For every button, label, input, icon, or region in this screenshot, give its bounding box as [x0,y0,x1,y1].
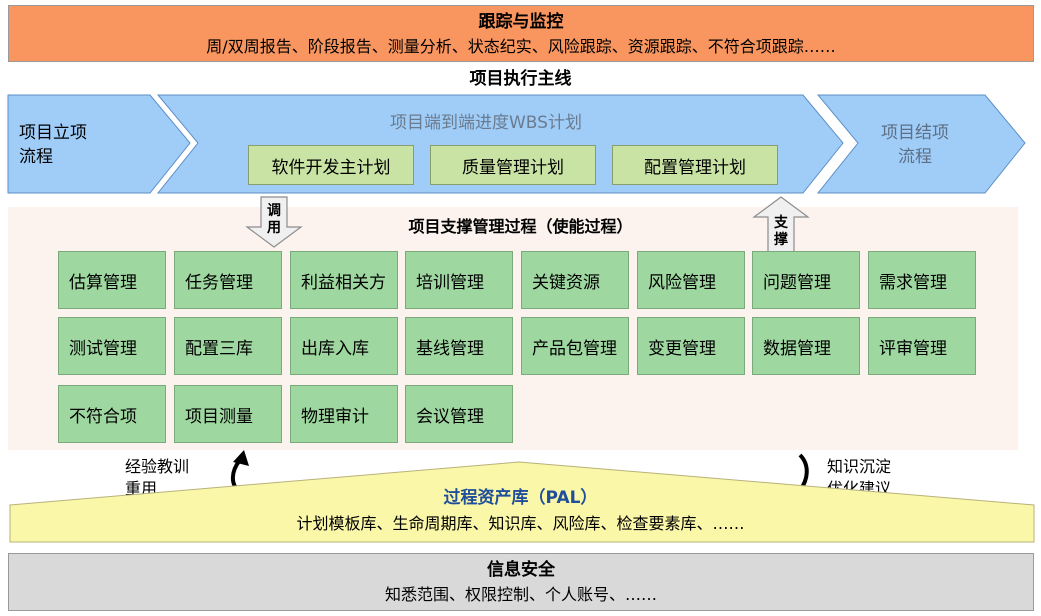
invoke-arrow [245,196,303,248]
plan-quality: 质量管理计划 [430,145,596,185]
process-box: 不符合项 [58,385,166,443]
tracking-subtitle: 周/双周报告、阶段报告、测量分析、状态纪实、风险跟踪、资源跟踪、不符合项跟踪…… [206,37,836,56]
wbs-title: 项目端到端进度WBS计划 [390,113,582,133]
end-stage-label: 项目结项 流程 [881,123,949,167]
security-title: 信息安全 [487,560,555,580]
pal-title: 过程资产库（PAL） [443,488,598,508]
start-stage-label: 项目立项 流程 [19,123,87,167]
process-box: 关键资源 [521,251,629,309]
process-box: 利益相关方 [290,251,398,309]
process-box: 基线管理 [405,317,513,375]
process-box: 培训管理 [405,251,513,309]
process-box: 出库入库 [290,317,398,375]
process-box: 数据管理 [752,317,860,375]
process-box: 任务管理 [174,251,282,309]
process-box: 问题管理 [752,251,860,309]
process-box: 配置三库 [174,317,282,375]
process-box: 测试管理 [58,317,166,375]
tracking-monitoring-bar: 跟踪与监控 周/双周报告、阶段报告、测量分析、状态纪实、风险跟踪、资源跟踪、不符… [8,5,1034,62]
process-box: 需求管理 [868,251,976,309]
process-box: 估算管理 [58,251,166,309]
process-box: 产品包管理 [521,317,629,375]
process-box: 评审管理 [868,317,976,375]
end-stage-chevron [816,94,1026,194]
process-box: 物理审计 [290,385,398,443]
info-security-bar: 信息安全 知悉范围、权限控制、个人账号、…… [8,553,1034,611]
process-box: 会议管理 [405,385,513,443]
main-line-title: 项目执行主线 [469,69,572,89]
pal-subtitle: 计划模板库、生命周期库、知识库、风险库、检查要素库、…… [296,514,745,533]
support-title: 项目支撑管理过程（使能过程） [408,217,633,236]
support-label: 支 撑 [774,215,788,248]
plan-configuration: 配置管理计划 [612,145,778,185]
plan-software-dev: 软件开发主计划 [248,145,414,185]
process-box: 风险管理 [637,251,745,309]
tracking-title: 跟踪与监控 [478,12,564,32]
invoke-label: 调 用 [267,203,281,236]
process-box: 变更管理 [637,317,745,375]
security-subtitle: 知悉范围、权限控制、个人账号、…… [384,585,657,604]
start-stage-chevron [7,94,191,194]
process-box: 项目测量 [174,385,282,443]
